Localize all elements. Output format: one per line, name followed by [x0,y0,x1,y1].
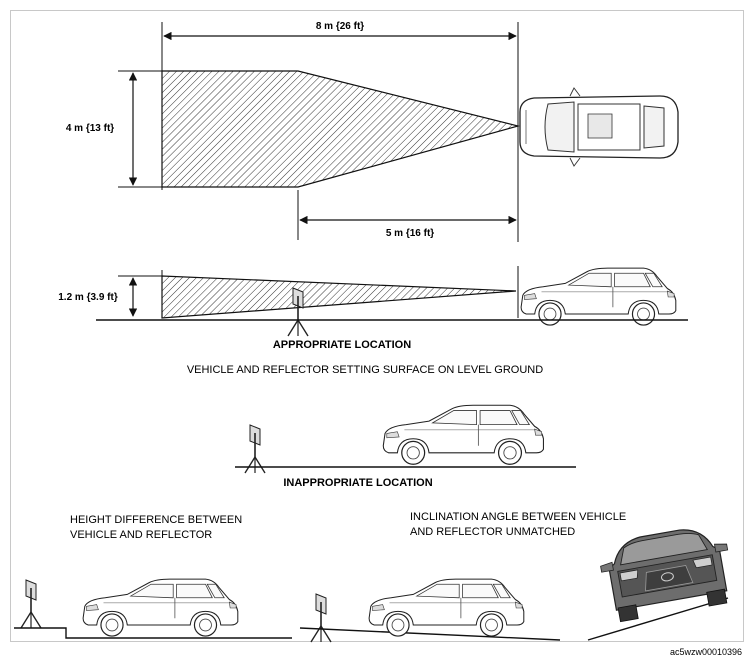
figure-code: ac5wzw00010396 [670,647,742,657]
inclination-example [299,529,729,643]
stepped-ground [14,627,292,639]
appropriate-location-caption: VEHICLE AND REFLECTOR SETTING SURFACE ON… [187,364,543,376]
vehicle-side-level [520,267,677,326]
partial-length-label: 5 m {16 ft} [386,228,434,239]
height-difference-example [14,578,292,639]
reflector-incline [310,593,332,643]
top-view: 8 m {26 ft} 4 m {13 ft} 5 m {16 ft} [66,21,679,242]
vehicle-height-diff [82,578,239,637]
vehicle-incline-side [368,578,525,637]
level-example [235,404,576,474]
vehicle-front-on-slope [587,529,729,641]
reflector-level [244,424,266,474]
inappropriate-location-title: INAPPROPRIATE LOCATION [283,477,432,489]
height-difference-caption-1: HEIGHT DIFFERENCE BETWEEN [70,514,242,526]
vehicle-level [382,404,545,465]
appropriate-location-title: APPROPRIATE LOCATION [273,339,411,351]
inclination-caption-1: INCLINATION ANGLE BETWEEN VEHICLE [410,511,626,523]
width-label: 4 m {13 ft} [66,123,114,134]
beam-area-side [161,275,517,319]
beam-area-top [161,70,521,188]
total-length-label: 8 m {26 ft} [316,21,364,32]
height-label: 1.2 m {3.9 ft} [58,292,118,303]
height-difference-caption-2: VEHICLE AND REFLECTOR [70,529,212,541]
inclination-caption-2: AND REFLECTOR UNMATCHED [410,526,575,538]
reflector-height-diff [20,579,42,629]
side-view: 1.2 m {3.9 ft} [58,266,688,337]
inclined-ground-left [299,627,561,641]
vehicle-top-view [519,87,679,167]
diagram-frame [10,10,744,642]
